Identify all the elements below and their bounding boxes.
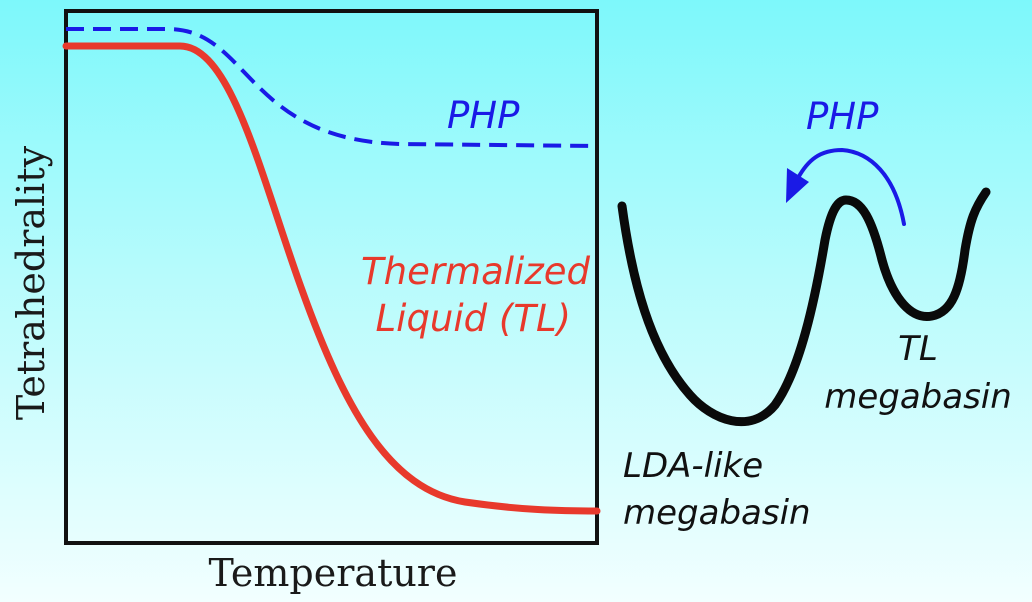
- lda-basin-label-line2: megabasin: [623, 493, 811, 533]
- energy-landscape-curve: [617, 187, 991, 427]
- lda-basin-label-line1: LDA-like: [623, 446, 763, 486]
- y-axis-label: Tetrahedrality: [9, 145, 53, 420]
- tl-curve-label-line1: Thermalized: [361, 250, 590, 293]
- tl-curve: [62, 42, 601, 515]
- php-curve-label: PHP: [447, 94, 520, 137]
- tl-curve-label-line2: Liquid (TL): [376, 297, 571, 340]
- php-curve: [66, 27, 598, 148]
- tl-basin-label-line2: megabasin: [824, 377, 1012, 417]
- plot-frame: [64, 9, 599, 545]
- php-arrow-label: PHP: [806, 95, 879, 138]
- tl-basin-label-line1: TL: [898, 329, 938, 369]
- php-transition-arrow: [796, 147, 906, 226]
- x-axis-label: Temperature: [209, 551, 458, 595]
- php-arrowhead-icon: [786, 168, 809, 203]
